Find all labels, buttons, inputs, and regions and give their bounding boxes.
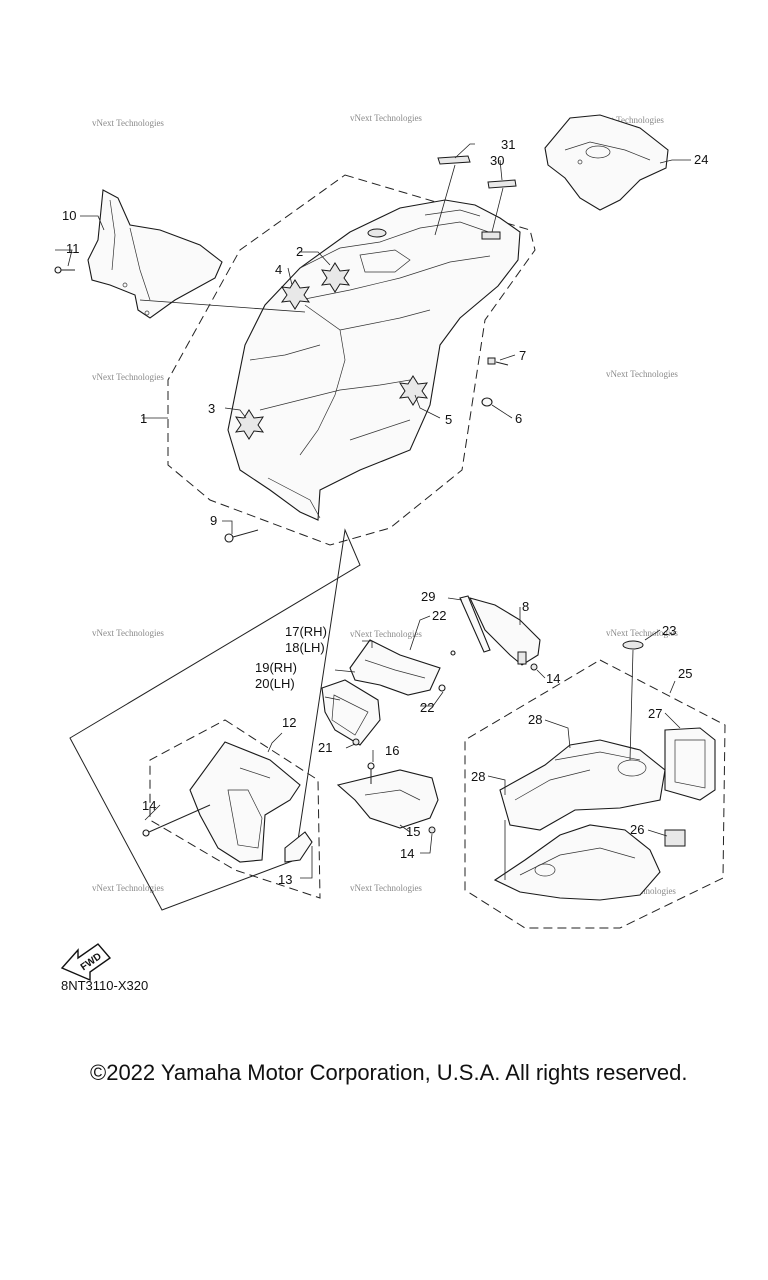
callout-20: 20(LH) bbox=[255, 676, 295, 691]
watermark: vNext Technologies bbox=[92, 628, 164, 638]
duct-12 bbox=[189, 741, 301, 863]
callout-14c: 14 bbox=[400, 846, 414, 861]
watermark: vNext Technologies bbox=[606, 628, 678, 638]
callout-22a: 22 bbox=[432, 608, 446, 623]
plate-31 bbox=[437, 155, 471, 165]
callout-21: 21 bbox=[318, 740, 332, 755]
copyright-notice: ©2022 Yamaha Motor Corporation, U.S.A. A… bbox=[90, 1060, 688, 1085]
lower-assembly-outline bbox=[69, 528, 361, 911]
watermark: vNext Technologies bbox=[606, 369, 678, 379]
callout-28a: 28 bbox=[528, 712, 542, 727]
callout-14a: 14 bbox=[142, 798, 156, 813]
decal-4 bbox=[280, 279, 311, 310]
decal-3 bbox=[234, 409, 265, 440]
watermark: vNext Technologies bbox=[350, 113, 422, 123]
callout-11: 11 bbox=[66, 241, 80, 256]
leader-lines bbox=[55, 143, 691, 880]
insert-13 bbox=[284, 831, 313, 863]
callout-13: 13 bbox=[278, 872, 292, 887]
callout-17: 17(RH) bbox=[285, 624, 327, 639]
clip-22-top bbox=[450, 650, 456, 656]
callout-6: 6 bbox=[515, 411, 522, 426]
callout-8: 8 bbox=[522, 599, 529, 614]
callout-22b: 22 bbox=[420, 700, 434, 715]
callout-19: 19(RH) bbox=[255, 660, 297, 675]
callout-23: 23 bbox=[662, 623, 676, 638]
callout-labels: 1 2 3 4 5 6 7 8 9 10 11 12 13 14 14 14 1… bbox=[62, 137, 708, 887]
grommet-6 bbox=[481, 397, 493, 407]
clip-22 bbox=[438, 684, 446, 692]
watermark: vNext Technologies bbox=[92, 883, 164, 893]
decal-5 bbox=[398, 375, 429, 406]
filter-27 bbox=[664, 727, 716, 801]
callout-16: 16 bbox=[385, 743, 399, 758]
callout-15: 15 bbox=[406, 824, 420, 839]
callout-25: 25 bbox=[678, 666, 692, 681]
diagram-code: 8NT3110-X320 bbox=[61, 978, 149, 993]
callout-14b: 14 bbox=[546, 671, 560, 686]
airbox-upper-28 bbox=[499, 739, 666, 831]
clip-7 bbox=[487, 357, 509, 366]
group-25-outline bbox=[464, 659, 726, 929]
hood-panel bbox=[227, 199, 521, 521]
callout-31: 31 bbox=[501, 137, 515, 152]
callout-5: 5 bbox=[445, 412, 452, 427]
frame-19-20 bbox=[321, 679, 381, 746]
watermark: vNext Technologies bbox=[350, 629, 422, 639]
group-1-outline bbox=[167, 174, 536, 546]
callout-9: 9 bbox=[210, 513, 217, 528]
callout-29: 29 bbox=[421, 589, 435, 604]
pad-26 bbox=[664, 829, 686, 847]
screw-21 bbox=[352, 738, 360, 746]
bracket-17-18 bbox=[349, 639, 441, 696]
callout-28b: 28 bbox=[471, 769, 485, 784]
cap-23 bbox=[622, 640, 644, 650]
airbox-lower-28 bbox=[493, 824, 661, 901]
callout-27: 27 bbox=[648, 706, 662, 721]
bracket-15 bbox=[336, 762, 439, 834]
bolt-9 bbox=[224, 529, 259, 543]
side-panel-10 bbox=[87, 189, 223, 319]
callout-2: 2 bbox=[296, 244, 303, 259]
watermark: vNext Technologies bbox=[592, 115, 664, 125]
group-12-outline bbox=[149, 719, 321, 899]
callout-1: 1 bbox=[140, 411, 147, 426]
watermark: vNext Technologies bbox=[92, 372, 164, 382]
callout-7: 7 bbox=[519, 348, 526, 363]
callout-3: 3 bbox=[208, 401, 215, 416]
watermark: vNext Technologies bbox=[92, 118, 164, 128]
callout-24: 24 bbox=[694, 152, 708, 167]
plate-30 bbox=[487, 179, 517, 189]
callout-18: 18(LH) bbox=[285, 640, 325, 655]
screw-11 bbox=[54, 266, 75, 274]
strip-29 bbox=[459, 595, 491, 653]
cover-24 bbox=[544, 114, 669, 211]
decal-2 bbox=[320, 262, 351, 293]
callout-4: 4 bbox=[275, 262, 282, 277]
callout-30: 30 bbox=[490, 153, 504, 168]
callout-10: 10 bbox=[62, 208, 76, 223]
screw-14a bbox=[142, 804, 211, 837]
fwd-arrow-icon: FWD bbox=[60, 943, 112, 982]
callout-26: 26 bbox=[630, 822, 644, 837]
callout-12: 12 bbox=[282, 715, 296, 730]
screw-14b bbox=[530, 663, 538, 671]
watermark: vNext Technologies bbox=[350, 883, 422, 893]
panel-8 bbox=[468, 597, 541, 666]
